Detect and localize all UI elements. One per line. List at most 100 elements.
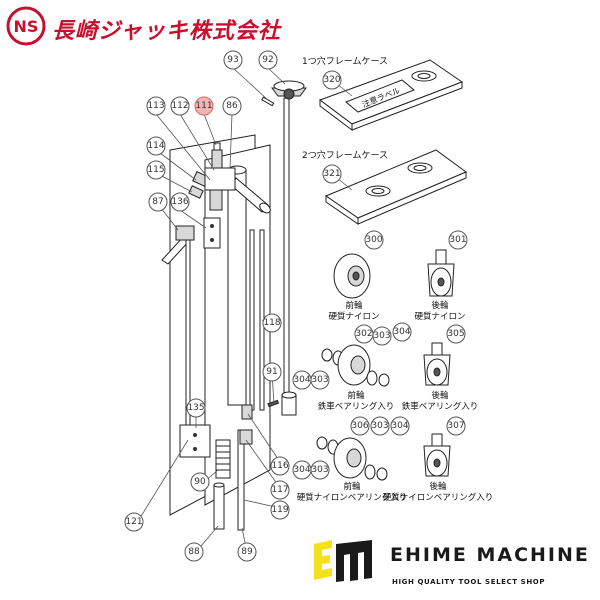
callout-86: 86 [222, 96, 242, 116]
callout-303d: 303 [310, 460, 330, 480]
svg-text:90: 90 [194, 477, 206, 487]
callout-89: 89 [237, 542, 257, 562]
rod-118a [249, 229, 255, 411]
svg-text:89: 89 [241, 547, 253, 557]
single-hole-case: 注意ラベル [318, 59, 464, 131]
rear-wheel-2-caption: 後輪 [431, 390, 449, 401]
svg-text:304: 304 [391, 421, 408, 431]
svg-text:303: 303 [373, 331, 390, 341]
svg-text:NS: NS [14, 17, 39, 36]
svg-text:303: 303 [311, 375, 328, 385]
callout-303c: 303 [370, 416, 390, 436]
double-hole-case-title: 2つ穴フレームケース [302, 149, 388, 161]
callout-304b: 304 [292, 370, 312, 390]
front-wheel-2-sub: 鉄車ベアリング入り [318, 401, 395, 412]
callout-300: 300 [364, 230, 384, 250]
callout-321: 321 [322, 164, 342, 184]
callout-306: 306 [350, 416, 370, 436]
svg-text:307: 307 [447, 421, 464, 431]
rear-wheel-2-sub: 鉄車ベアリング入り [402, 401, 479, 412]
rear-caster-301 [427, 249, 455, 297]
svg-text:112: 112 [171, 101, 188, 111]
callout-93: 93 [223, 50, 243, 70]
svg-text:91: 91 [266, 367, 277, 377]
callout-135: 135 [186, 398, 206, 418]
main-column [227, 169, 247, 406]
svg-text:136: 136 [171, 197, 188, 207]
valve-115 [188, 185, 204, 199]
callout-114: 114 [146, 136, 166, 156]
brand-name: EHIME MACHINE [390, 544, 590, 566]
maker-logo-icon: NS [6, 6, 46, 46]
svg-text:113: 113 [147, 101, 164, 111]
svg-text:114: 114 [147, 141, 164, 151]
bracket-136 [203, 217, 221, 249]
callout-304d: 304 [292, 460, 312, 480]
callout-91: 91 [262, 362, 282, 382]
front-wheel-302 [321, 344, 390, 387]
svg-text:301: 301 [449, 235, 466, 245]
rear-caster-305 [423, 342, 451, 386]
pin-93 [261, 96, 275, 107]
svg-text:117: 117 [271, 485, 288, 495]
svg-text:87: 87 [152, 197, 163, 207]
svg-text:304: 304 [293, 465, 310, 475]
callout-115: 115 [146, 160, 166, 180]
spring-90 [215, 439, 231, 479]
brand-logo-icon [312, 538, 374, 582]
rear-wheel-3-caption: 後輪 [429, 481, 447, 492]
rear-wheel-1-caption: 後輪 [431, 300, 449, 311]
front-wheel-2-caption: 前輪 [347, 390, 365, 401]
rear-caster-307 [423, 433, 451, 477]
front-wheel-306 [316, 436, 388, 481]
rear-wheel-1-sub: 硬質ナイロン [414, 311, 465, 322]
callout-121: 121 [124, 512, 144, 532]
callout-92: 92 [258, 50, 278, 70]
svg-text:88: 88 [188, 547, 200, 557]
callout-302: 302 [354, 324, 374, 344]
svg-text:304: 304 [293, 375, 310, 385]
svg-text:111: 111 [195, 101, 212, 111]
part-117 [239, 429, 253, 445]
callout-304a: 304 [392, 322, 412, 342]
svg-text:93: 93 [227, 55, 238, 65]
base-plate-135 [179, 424, 211, 458]
pump-rod [283, 97, 290, 399]
callout-116: 116 [270, 456, 290, 476]
svg-text:118: 118 [263, 318, 280, 328]
brand-bar: EHIME MACHINE HIGH QUALITY TOOL SELECT S… [312, 538, 588, 594]
callout-305: 305 [446, 324, 466, 344]
callout-113: 113 [146, 96, 166, 116]
callout-111: 111 [194, 96, 214, 116]
svg-text:86: 86 [226, 101, 238, 111]
svg-text:116: 116 [271, 461, 288, 471]
callout-136: 136 [170, 192, 190, 212]
callout-117: 117 [270, 480, 290, 500]
double-hole-case [324, 149, 468, 225]
brand-tagline: HIGH QUALITY TOOL SELECT SHOP [392, 578, 546, 586]
callout-304c: 304 [390, 416, 410, 436]
lever-pivot [175, 225, 195, 241]
pin-88 [213, 484, 225, 530]
callout-301: 301 [448, 230, 468, 250]
front-wheel-300 [333, 253, 371, 299]
svg-text:119: 119 [271, 505, 288, 515]
valve-111 [211, 149, 223, 171]
part-116 [241, 404, 253, 420]
svg-text:121: 121 [125, 517, 142, 527]
front-wheel-1-caption: 前輪 [345, 300, 363, 311]
svg-text:302: 302 [355, 329, 372, 339]
header: NS 長崎ジャッキ株式会社 [6, 6, 280, 46]
callout-88: 88 [184, 542, 204, 562]
callout-303a: 303 [372, 326, 392, 346]
front-wheel-3-sub: 硬質ナイロンベアリング入り [297, 492, 408, 503]
pump-cylinder [209, 189, 223, 211]
callout-112: 112 [170, 96, 190, 116]
maker-name: 長崎ジャッキ株式会社 [52, 18, 281, 44]
callout-90: 90 [190, 472, 210, 492]
callout-303b: 303 [310, 370, 330, 390]
callout-320: 320 [322, 70, 342, 90]
svg-text:300: 300 [365, 235, 382, 245]
callout-87: 87 [148, 192, 168, 212]
